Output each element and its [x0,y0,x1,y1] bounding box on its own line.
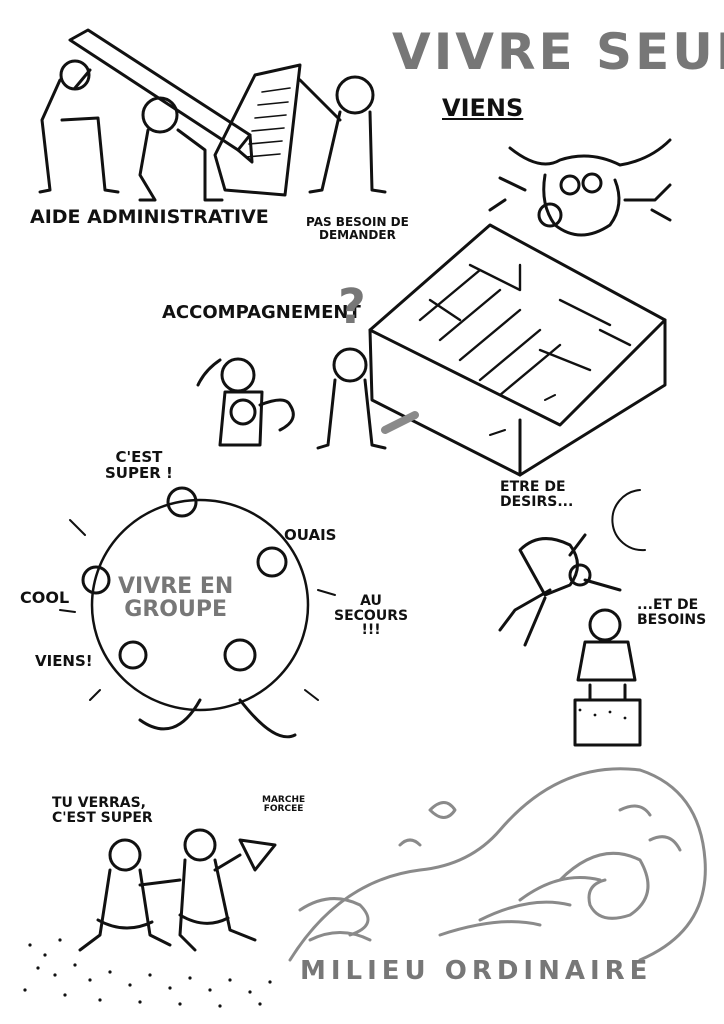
label-viens-top: VIENS [442,94,524,122]
label-pas-besoin: PAS BESOIN DE DEMANDER [306,215,409,242]
label-marche-forcee: MARCHE FORCEE [262,795,306,815]
label-tu-verras: TU VERRAS, C'EST SUPER [52,795,153,826]
accompaniment-figures [196,347,419,450]
label-vivre-en-groupe: VIVRE EN GROUPE [118,574,234,623]
question-mark-icon: ? [338,279,366,335]
maze-box [368,223,667,477]
standing-figure [573,608,642,747]
label-cool: COOL [20,588,70,607]
label-viens-left: VIENS! [35,652,93,670]
label-milieu-ordinaire: MILIEU ORDINAIRE [300,956,653,986]
main-title: VIVRE SEUL [392,23,724,81]
label-au-secours: AU SECOURS !!! [334,593,409,639]
walking-figures [78,828,277,952]
admin-help-figures [38,28,387,202]
group-circle [59,486,336,739]
moon-shape [611,489,646,552]
label-cest-super: C'EST SUPER ! [105,448,173,482]
monster-figure [488,138,672,237]
label-ouais: OUAIS [284,526,337,544]
angel-figure [498,533,622,647]
label-etre-de-desirs: ETRE DE DESIRS... [500,479,574,510]
label-et-de-besoins: ...ET DE BESOINS [637,597,707,628]
label-accompagnement: ACCOMPAGNEMENT [162,302,361,323]
sand-dots [23,708,627,1008]
label-aide-administrative: AIDE ADMINISTRATIVE [30,206,269,228]
great-wave [288,767,707,962]
